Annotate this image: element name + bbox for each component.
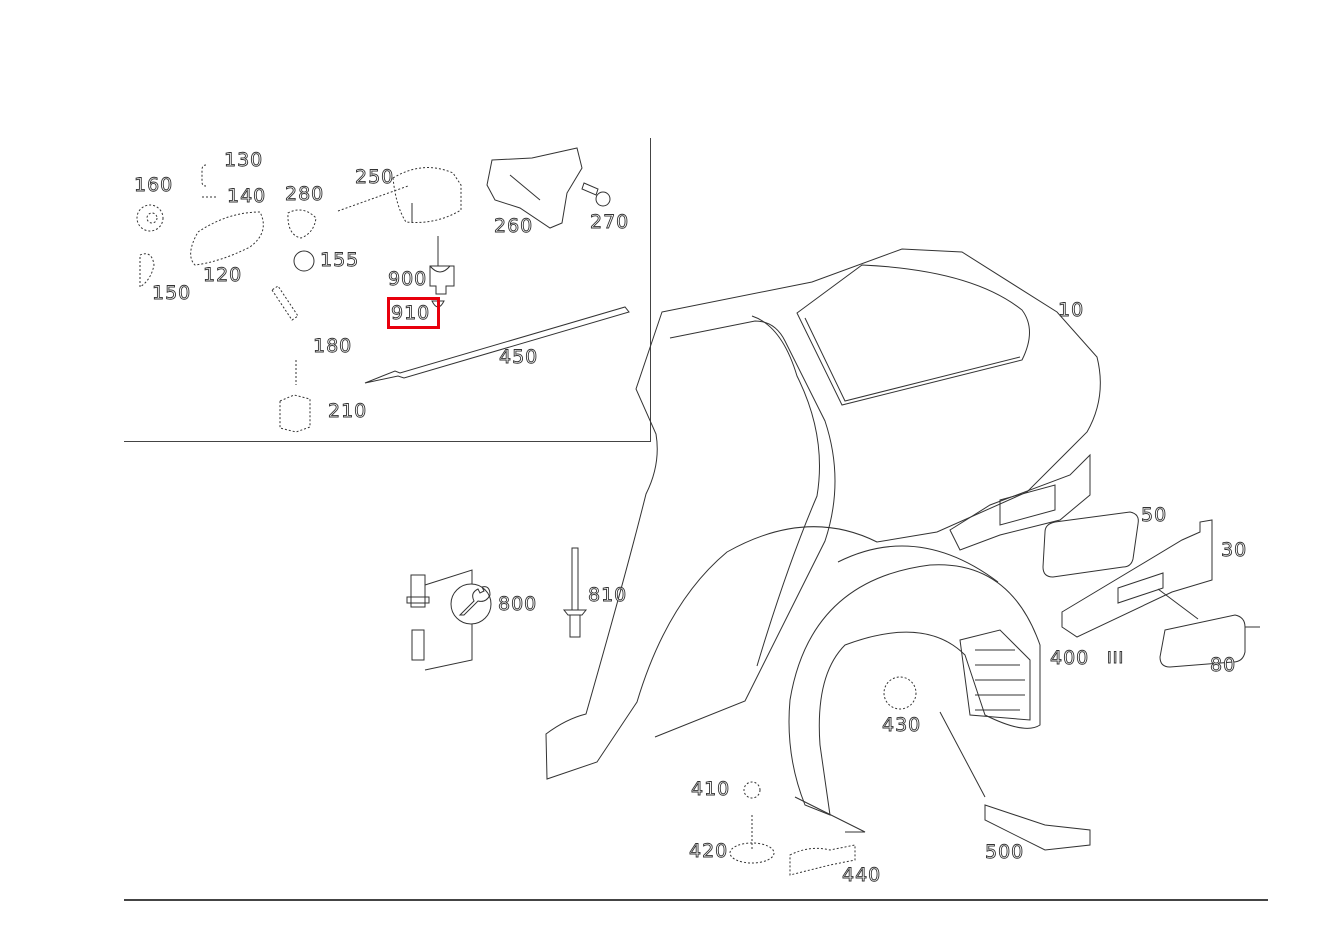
part-label-155[interactable]: 155	[320, 249, 360, 271]
part-430-icon	[883, 676, 917, 710]
part-label-810[interactable]: 810	[588, 584, 628, 606]
part-810-rivet-icon	[562, 547, 588, 638]
part-120-cover-icon	[190, 211, 264, 266]
part-500-strap	[939, 711, 986, 798]
part-900-cap-icon	[429, 265, 455, 295]
part-800-stud-icon	[406, 574, 430, 661]
part-label-130[interactable]: 130	[224, 149, 264, 171]
part-80-vent-icon	[1159, 614, 1260, 668]
part-440-leader	[794, 796, 866, 833]
part-label-400[interactable]: 400	[1050, 647, 1090, 669]
part-10-quarter-panel	[545, 248, 1101, 780]
part-250-icon	[337, 167, 462, 223]
part-260-bracket-icon	[486, 147, 583, 229]
part-label-420[interactable]: 420	[689, 840, 729, 862]
part-label-10[interactable]: 10	[1058, 299, 1085, 321]
part-30-bracket-icon	[1061, 519, 1213, 638]
part-420-icon	[729, 815, 775, 864]
part-80-leader	[1157, 588, 1199, 620]
part-label-150[interactable]: 150	[152, 282, 192, 304]
part-440-icon	[789, 844, 856, 876]
part-label-160[interactable]: 160	[134, 174, 174, 196]
part-130-clip-icon	[201, 164, 207, 187]
part-155-ring-icon	[293, 250, 315, 272]
part-280-icon	[287, 209, 317, 239]
part-label-80[interactable]: 80	[1210, 654, 1237, 676]
part-label-900[interactable]: 900	[388, 268, 428, 290]
bottom-rule	[124, 899, 1268, 901]
part-label-180[interactable]: 180	[313, 335, 353, 357]
part-410-icon	[743, 781, 761, 799]
part-label-250[interactable]: 250	[355, 166, 395, 188]
part-label-270[interactable]: 270	[590, 211, 630, 233]
part-270-bolt-icon	[581, 182, 611, 207]
part-400-note: III	[1107, 648, 1125, 668]
part-label-410[interactable]: 410	[691, 778, 731, 800]
part-label-500[interactable]: 500	[985, 841, 1025, 863]
part-400-wheel-liner	[788, 564, 1041, 816]
part-label-50[interactable]: 50	[1141, 504, 1168, 526]
highlight-box	[387, 297, 440, 329]
part-label-910[interactable]: 910	[391, 302, 431, 324]
inset-frame	[124, 138, 651, 442]
part-160-icon	[136, 204, 164, 232]
part-50-frame-icon	[1042, 511, 1139, 578]
part-label-120[interactable]: 120	[203, 264, 243, 286]
part-label-210[interactable]: 210	[328, 400, 368, 422]
part-150-icon	[139, 253, 155, 288]
part-500-block-icon	[984, 804, 1091, 851]
part-label-140[interactable]: 140	[227, 185, 267, 207]
part-label-450[interactable]: 450	[499, 346, 539, 368]
part-label-800[interactable]: 800	[498, 593, 538, 615]
part-label-260[interactable]: 260	[494, 215, 534, 237]
part-label-30[interactable]: 30	[1221, 539, 1248, 561]
part-180-icon	[271, 285, 299, 321]
part-label-430[interactable]: 430	[882, 714, 922, 736]
part-210-icon	[279, 394, 311, 433]
part-450-strip-icon	[364, 306, 630, 384]
part-label-280[interactable]: 280	[285, 183, 325, 205]
part-label-440[interactable]: 440	[842, 864, 882, 886]
